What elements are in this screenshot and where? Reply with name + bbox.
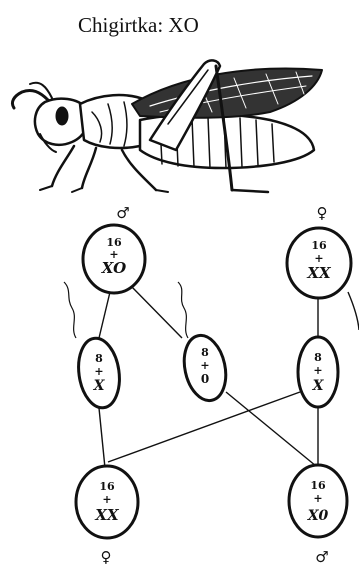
female-offspring-sex-chromosomes: XX (94, 506, 120, 524)
sperm-tails (63, 281, 189, 339)
male-parent-sex-chromosomes: XO (101, 259, 126, 277)
line-male-parent-to-gamete-x (98, 291, 111, 339)
male-offspring-sex-chromosomes: X0 (307, 508, 329, 524)
line-female-parent-right (347, 291, 359, 331)
male-offspring-symbol: ♂ (315, 548, 328, 566)
diagram-title: Chigirtka: XO (78, 13, 199, 37)
male-gamete-x-plus: + (94, 365, 103, 378)
female-offspring-symbol: ♀ (101, 548, 112, 566)
female-offspring-autosomes: 16 (99, 480, 115, 493)
female-gamete-x-cell: 8 + X (296, 335, 340, 409)
male-gamete-x-autosomes: 8 (95, 352, 103, 365)
female-parent-autosomes: 16 (311, 239, 327, 252)
female-gamete-x-autosomes: 8 (314, 351, 322, 364)
male-gamete-o-cell: 8 + 0 (182, 333, 228, 403)
male-gamete-x-outline (77, 336, 121, 410)
male-gamete-x-cell: 8 + X (77, 336, 121, 410)
sperm-tail-o (177, 281, 189, 339)
female-gamete-x-chromosome: X (312, 378, 325, 394)
male-parent-symbol: ♂ (116, 204, 129, 222)
female-parent-cell: 16 + XX (285, 226, 353, 300)
connection-lines (98, 284, 359, 469)
grasshopper-illustration (10, 59, 323, 194)
male-gamete-o-outline (182, 333, 228, 403)
line-gamete-x-to-female-offspring (98, 407, 106, 469)
female-parent-plus: + (314, 252, 323, 265)
male-parent-cell: 16 + XO (81, 223, 147, 295)
female-parent-outline (285, 226, 353, 300)
sperm-tail-x (63, 281, 77, 339)
male-offspring-plus: + (313, 492, 322, 505)
male-offspring-cell: 16 + X0 (287, 463, 349, 539)
male-offspring-autosomes: 16 (310, 479, 326, 492)
female-parent-sex-chromosomes: XX (306, 264, 332, 282)
line-female-gamete-to-female-offspring (107, 391, 301, 463)
female-gamete-x-outline (296, 335, 340, 409)
male-parent-plus: + (109, 248, 118, 261)
male-parent-autosomes: 16 (106, 236, 122, 249)
male-gamete-o-autosomes: 8 (201, 346, 209, 359)
female-gamete-x-plus: + (313, 364, 322, 377)
male-offspring-outline (287, 463, 349, 539)
male-parent-outline (81, 223, 147, 295)
male-gamete-o-plus: + (200, 359, 209, 372)
female-offspring-outline (74, 464, 140, 540)
male-gamete-o-chromosome: 0 (201, 372, 209, 386)
female-parent-symbol: ♀ (317, 204, 328, 222)
female-offspring-cell: 16 + XX (74, 464, 140, 540)
line-gamete-o-to-male-offspring (225, 391, 317, 467)
male-gamete-x-chromosome: X (93, 378, 106, 394)
line-male-parent-to-gamete-o (129, 284, 183, 339)
female-offspring-plus: + (102, 493, 111, 506)
